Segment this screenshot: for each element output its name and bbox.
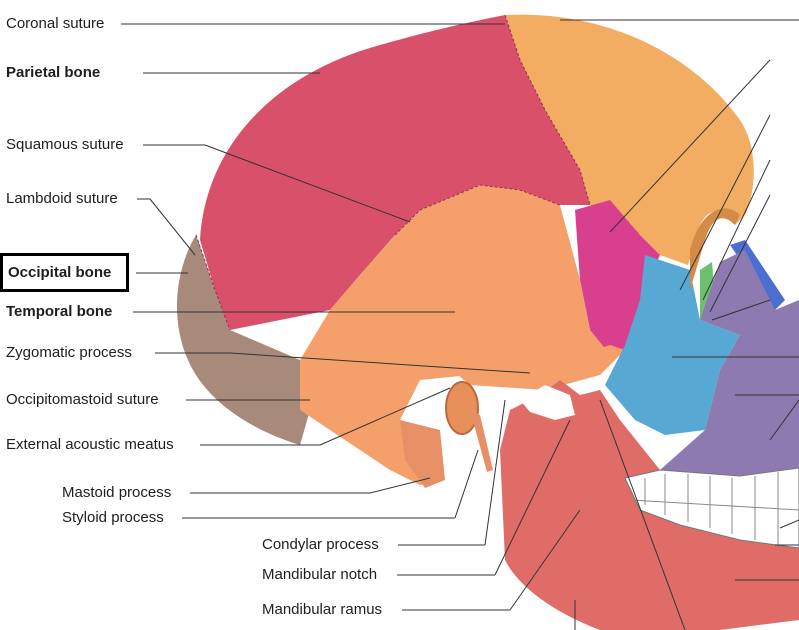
leader-condylar-process-vert [484, 399, 506, 546]
label-parietal-bone: Parietal bone [6, 64, 101, 81]
frontal-bone-region [505, 14, 754, 266]
leader-mandibular-ramus-diag [509, 509, 581, 611]
tooth-divisions [629, 472, 799, 545]
leader-lines-right [560, 19, 799, 630]
occipital-highlight-box [0, 253, 129, 292]
label-styloid-process: Styloid process [62, 509, 164, 526]
leader-external-acoustic-meatus-diag [319, 387, 451, 446]
label-zygomatic-process: Zygomatic process [6, 344, 132, 361]
zygomatic-bone-region [605, 255, 740, 435]
mastoid-process-region [400, 420, 445, 488]
label-temporal-bone: Temporal bone [6, 303, 113, 320]
ear-canal [445, 381, 479, 435]
label-mastoid-process: Mastoid process [62, 484, 172, 501]
label-coronal-suture: Coronal suture [6, 15, 105, 32]
label-external-acoustic-meatus: External acoustic meatus [6, 436, 174, 453]
leader-mastoid-process-diag [369, 477, 431, 494]
label-mandibular-ramus: Mandibular ramus [262, 601, 383, 618]
leader-mandibular-notch-diag [494, 419, 571, 576]
leader-squamous-suture-diag [204, 144, 411, 223]
leader-lambdoid-suture-diag [149, 198, 196, 256]
mandibular-notch-gap [520, 385, 575, 420]
label-squamous-suture: Squamous suture [6, 136, 124, 153]
leader-styloid-process-diag [454, 449, 479, 519]
suture-lines [195, 14, 591, 331]
label-occipitomastoid-suture: Occipitomastoid suture [6, 391, 159, 408]
orbit-shadow [690, 208, 740, 290]
label-lambdoid-suture: Lambdoid suture [6, 190, 118, 207]
styloid-process-region [470, 410, 493, 472]
label-mandibular-notch: Mandibular notch [262, 566, 378, 583]
label-occipital-bone: Occipital bone [8, 264, 112, 281]
parietal-bone-region [200, 15, 590, 330]
leader-zygomatic-process-diag [229, 352, 531, 374]
zygomatic-process-region [440, 345, 625, 390]
label-condylar-process: Condylar process [262, 536, 379, 553]
occipital-bone-region [176, 235, 310, 445]
temporal-bone-region [300, 185, 610, 485]
maxilla-region [660, 250, 799, 480]
leader-lines-left [121, 23, 581, 611]
